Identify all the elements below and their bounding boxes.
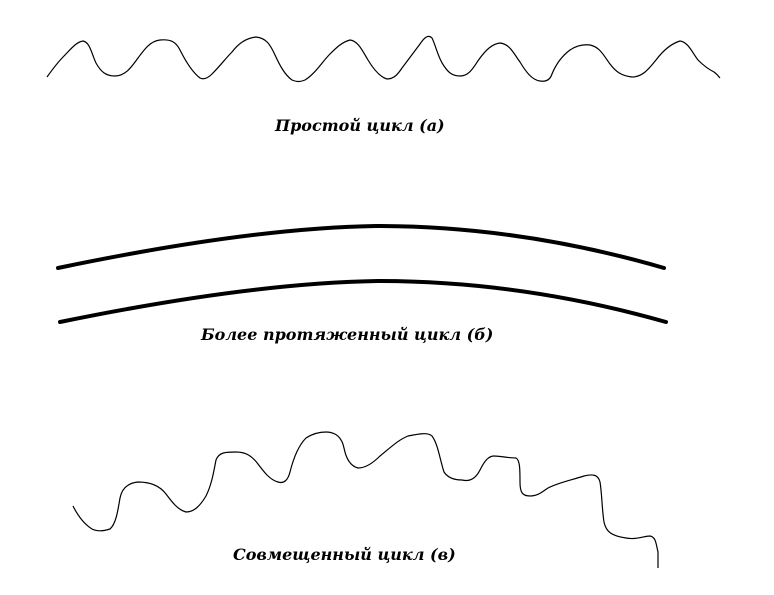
extended-cycle-arc-upper bbox=[56, 223, 666, 270]
caption-combined-cycle: Совмещенный цикл (в) bbox=[233, 545, 456, 564]
extended-cycle-arc-lower bbox=[58, 278, 668, 324]
caption-simple-cycle: Простой цикл (а) bbox=[275, 116, 445, 135]
combined-cycle-wave bbox=[72, 431, 659, 568]
simple-cycle-wave bbox=[46, 35, 721, 83]
caption-extended-cycle: Более протяженный цикл (б) bbox=[201, 325, 494, 344]
